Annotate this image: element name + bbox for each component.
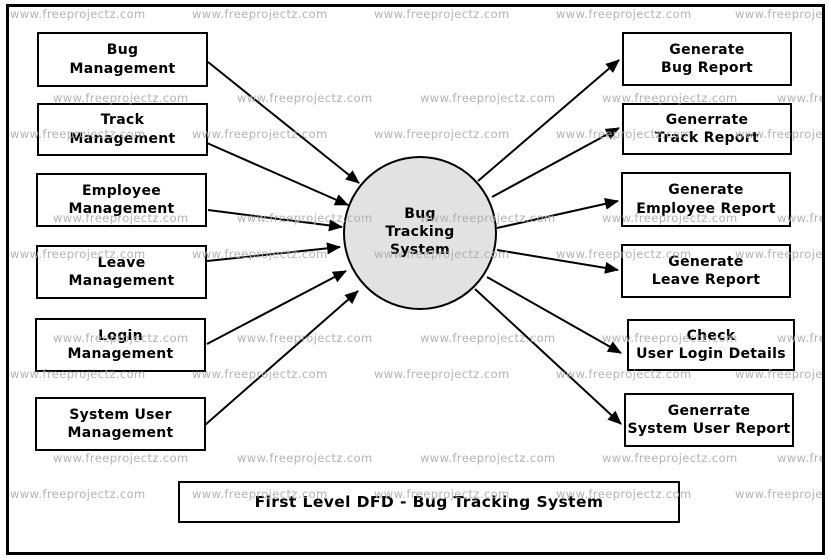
diagram-title: First Level DFD - Bug Tracking System <box>178 481 680 523</box>
data-flow-arrow <box>496 249 619 274</box>
output-box-generate-leave-report: Generate Leave Report <box>621 244 791 298</box>
data-flow-arrow <box>486 276 622 354</box>
data-flow-arrow <box>496 197 619 229</box>
output-box-check-user-login-details: Check User Login Details <box>627 319 795 371</box>
entity-box-login-management: Login Management <box>35 318 206 372</box>
diagram-border-frame <box>6 4 825 555</box>
output-box-generrate-system-user-report: Generrate System User Report <box>624 393 794 447</box>
entity-box-system-user-management: System User Management <box>35 397 206 451</box>
data-flow-arrow <box>207 61 360 184</box>
data-flow-arrow <box>206 242 341 262</box>
entity-box-leave-management: Leave Management <box>36 245 207 299</box>
entity-box-track-management: Track Management <box>37 103 208 156</box>
data-flow-arrow <box>491 127 620 198</box>
output-box-generate-bug-report: Generate Bug Report <box>622 32 792 86</box>
process-label-bug-tracking-system: Bug Tracking System <box>385 206 455 259</box>
data-flow-arrow <box>207 209 343 232</box>
data-flow-arrow <box>474 288 622 425</box>
entity-box-bug-management: Bug Management <box>37 32 208 87</box>
process-circle-bug-tracking-system <box>343 156 497 310</box>
data-flow-arrow <box>206 142 349 206</box>
output-box-generrate-track-report: Generrate Track Report <box>622 103 792 155</box>
data-flow-arrow <box>206 270 347 345</box>
entity-box-employee-management: Employee Management <box>36 173 207 227</box>
output-box-generate-employee-report: Generate Employee Report <box>621 172 791 227</box>
data-flow-arrow <box>204 290 359 426</box>
data-flow-arrow <box>477 59 620 182</box>
